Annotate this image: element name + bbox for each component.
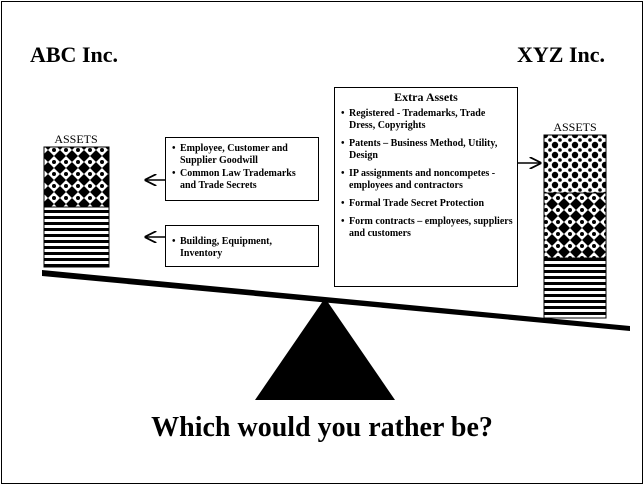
right-asset-stack: [543, 134, 607, 319]
tangible-assets-box: Building, Equipment, Inventory: [165, 225, 319, 267]
question-heading: Which would you rather be?: [151, 412, 493, 443]
right-extra-segment: [543, 134, 607, 194]
extra-assets-box: Extra Assets Registered - Trademarks, Tr…: [334, 87, 518, 287]
seesaw-beam: [42, 270, 630, 331]
right-tangible-segment: [543, 257, 607, 319]
left-assets-label: ASSETS: [54, 132, 98, 146]
seesaw-fulcrum: [255, 298, 395, 400]
left-asset-stack: [43, 146, 110, 268]
right-intangible-segment: [543, 192, 607, 259]
extra-asset-item: Formal Trade Secret Protection: [341, 198, 513, 210]
left-intangible-segment: [43, 146, 110, 208]
left-tangible-segment: [43, 206, 110, 268]
extra-asset-item: Form contracts – employees, suppliers an…: [341, 216, 513, 240]
intangible-assets-box: Employee, Customer and Supplier Goodwill…: [165, 137, 319, 201]
extra-asset-item: Registered - Trademarks, Trade Dress, Co…: [341, 108, 513, 132]
intangible-item: Common Law Trademarks and Trade Secrets: [172, 168, 314, 192]
right-company-name: XYZ Inc.: [517, 42, 606, 67]
extra-assets-title: Extra Assets: [394, 90, 458, 104]
right-assets-label: ASSETS: [553, 120, 597, 134]
extra-asset-item: IP assignments and noncompetes - employe…: [341, 168, 513, 192]
intangible-item: Employee, Customer and Supplier Goodwill: [172, 143, 314, 167]
left-company-name: ABC Inc.: [30, 42, 119, 67]
extra-asset-item: Patents – Business Method, Utility, Desi…: [341, 138, 513, 162]
tangible-item: Building, Equipment, Inventory: [172, 236, 314, 260]
